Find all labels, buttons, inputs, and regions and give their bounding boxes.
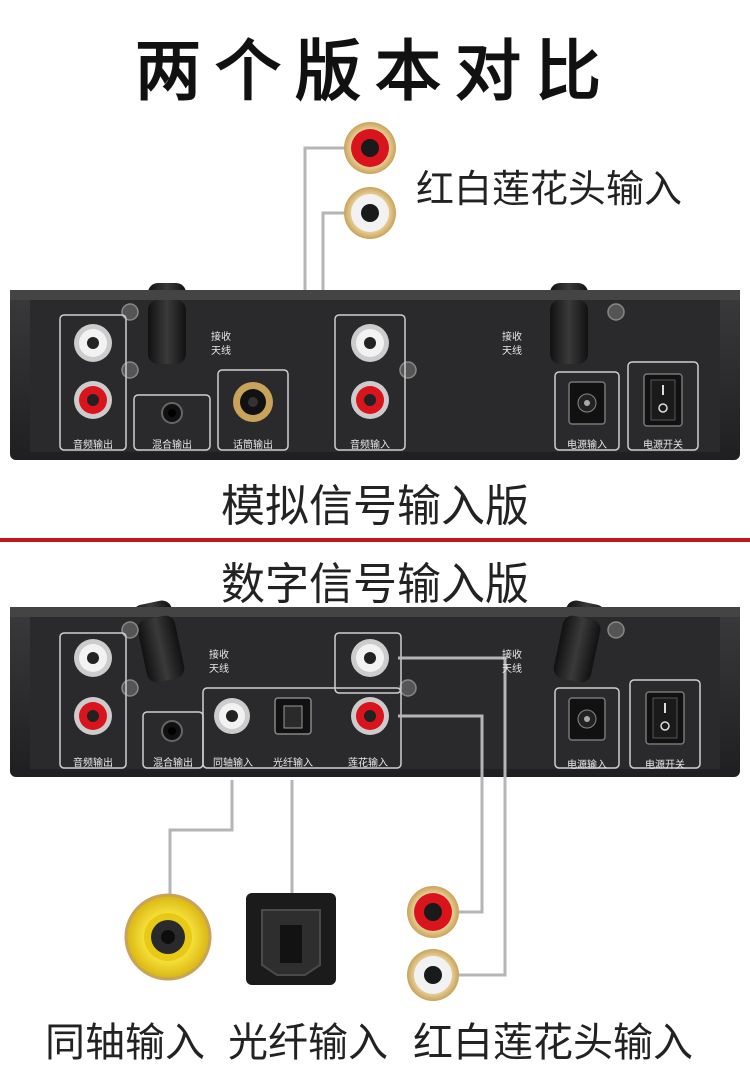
optical-callout-label: 光纤输入 bbox=[228, 1020, 388, 1066]
analog-audio-out-label: 音频输出 bbox=[73, 440, 113, 451]
version-divider bbox=[0, 538, 750, 542]
analog-mix-out-jack bbox=[161, 402, 183, 424]
analog-antenna-left-label-1: 接收 bbox=[211, 332, 231, 343]
digital-red-rca-plug bbox=[407, 886, 459, 938]
digital-white-rca-plug bbox=[407, 949, 459, 1001]
digital-power-switch bbox=[645, 691, 685, 745]
coax-callout-label: 同轴输入 bbox=[45, 1020, 205, 1066]
analog-power-in-label: 电源输入 bbox=[567, 440, 607, 451]
digital-antenna-right-label-2: 天线 bbox=[502, 664, 522, 675]
digital-version-label: 数字信号输入版 bbox=[221, 559, 529, 610]
digital-power-jack bbox=[568, 697, 606, 741]
analog-power-switch bbox=[643, 373, 683, 427]
analog-mix-out-label: 混合输出 bbox=[152, 440, 192, 451]
analog-antenna-right-label-2: 天线 bbox=[502, 346, 522, 357]
analog-audio-in-label: 音频输入 bbox=[350, 440, 390, 451]
analog-mic-out-jack bbox=[233, 382, 273, 422]
analog-mic-out-label: 话筒输出 bbox=[233, 440, 273, 451]
digital-rca-in-jacks bbox=[351, 639, 389, 735]
analog-power-jack bbox=[568, 381, 606, 425]
digital-audio-out-label: 音频输出 bbox=[73, 758, 113, 769]
digital-coax-in-label: 同轴输入 bbox=[213, 758, 253, 769]
digital-power-in-label: 电源输入 bbox=[567, 760, 607, 771]
digital-mix-out-label: 混合输出 bbox=[153, 758, 193, 769]
digital-power-switch-label: 电源开关 bbox=[645, 760, 685, 771]
digital-rca-in-label: 莲花输入 bbox=[348, 758, 388, 769]
digital-antenna-left-label-2: 天线 bbox=[209, 664, 229, 675]
digital-audio-out-jacks bbox=[74, 639, 112, 735]
rca-callout-label: 红白莲花头输入 bbox=[413, 1020, 693, 1066]
digital-coax-jack bbox=[214, 698, 250, 734]
coax-yellow-plug bbox=[124, 893, 212, 981]
analog-audio-out-jacks bbox=[74, 324, 112, 419]
analog-audio-in-jacks bbox=[351, 324, 389, 419]
digital-mix-out-jack bbox=[161, 720, 183, 742]
page-title: 两个版本对比 bbox=[135, 33, 615, 110]
digital-antenna-left-label-1: 接收 bbox=[209, 650, 229, 661]
digital-optical-jack bbox=[274, 697, 312, 735]
digital-antenna-right-label-1: 接收 bbox=[502, 650, 522, 661]
digital-optical-in-label: 光纤输入 bbox=[273, 758, 313, 769]
analog-antenna-right-label-1: 接收 bbox=[502, 332, 522, 343]
analog-power-switch-label: 电源开关 bbox=[643, 440, 683, 451]
analog-rca-callout-label: 红白莲花头输入 bbox=[416, 167, 683, 211]
digital-callout-lines bbox=[168, 656, 507, 977]
analog-antenna-left-label-2: 天线 bbox=[211, 346, 231, 357]
optical-plug bbox=[246, 893, 336, 985]
analog-version-label: 模拟信号输入版 bbox=[221, 481, 529, 532]
analog-white-rca-plug bbox=[344, 187, 396, 239]
analog-red-rca-plug bbox=[344, 122, 396, 174]
